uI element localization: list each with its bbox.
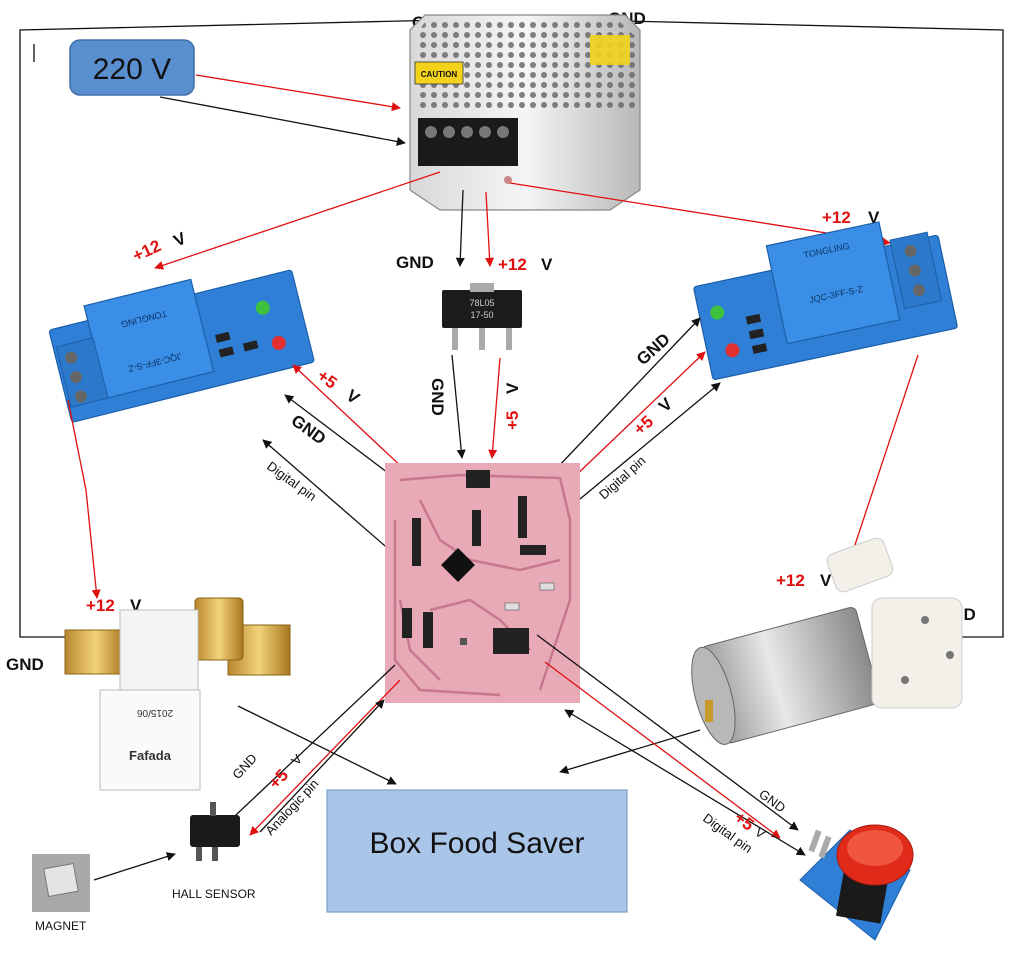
pump-plus12-label: +12 bbox=[776, 571, 805, 590]
solenoid-valve: 2015/06 Fafada bbox=[64, 597, 291, 791]
psu-caution-label: CAUTION bbox=[421, 70, 458, 79]
left-relay-gnd-wire bbox=[284, 394, 393, 477]
button-plus5-v-label: V bbox=[752, 824, 768, 841]
control-pcb bbox=[385, 463, 580, 703]
center-gnd-label: GND bbox=[428, 378, 447, 416]
center-v-label: V bbox=[503, 382, 522, 394]
voltage-regulator: 78L05 17-50 bbox=[442, 283, 522, 350]
power-supply-unit: CAUTION bbox=[409, 14, 641, 211]
left-relay-plus12-label: +12 bbox=[130, 236, 164, 265]
left-relay-digital-wire bbox=[262, 439, 393, 553]
valve-plus12-label: +12 bbox=[86, 596, 115, 615]
hall-sensor bbox=[190, 802, 240, 861]
psu-trimmer-icon bbox=[504, 176, 512, 184]
hall-gnd-label: GND bbox=[229, 751, 260, 782]
valve-to-box-wire bbox=[237, 705, 397, 785]
box-food-saver: Box Food Saver bbox=[326, 789, 628, 913]
pcb-microcontroller-chip bbox=[441, 548, 475, 582]
mains-live-wire bbox=[195, 74, 401, 112]
right-plus5-label: +5 bbox=[630, 412, 657, 439]
magnet-label: MAGNET bbox=[35, 919, 87, 933]
right-relay-module: TONGLING JQC-3FF-S-Z bbox=[693, 221, 958, 380]
regulator-gnd-label: GND bbox=[396, 253, 434, 272]
psu-to-regulator-12v-wire bbox=[485, 191, 495, 267]
hall-sensor-label: HALL SENSOR bbox=[172, 887, 256, 901]
hall-5v-wire bbox=[249, 679, 401, 836]
left-relay-5v-wire bbox=[292, 364, 406, 471]
button-digital-wire bbox=[564, 709, 806, 856]
regulator-marking-1: 78L05 bbox=[469, 298, 494, 308]
right-gnd-label: GND bbox=[633, 330, 674, 369]
regulator-marking-2: 17-50 bbox=[470, 310, 493, 320]
psu-to-left-relay-wire bbox=[154, 171, 441, 270]
push-button-module: GND bbox=[799, 824, 914, 941]
magnet-to-hall-arrow bbox=[93, 852, 176, 881]
left-plus5-v-label: V bbox=[343, 386, 364, 408]
mains-voltage-label: 220 V bbox=[93, 53, 171, 86]
pump-to-box-wire bbox=[559, 729, 701, 775]
mains-220v-box: 220 V bbox=[69, 39, 195, 96]
hall-analog-wire bbox=[259, 699, 385, 833]
center-plus5-label: +5 bbox=[503, 411, 522, 430]
right-relay-to-pump-wire bbox=[844, 354, 919, 573]
hall-plus5-v-label: V bbox=[288, 751, 305, 768]
regulator-plus12-label: +12 bbox=[498, 255, 527, 274]
psu-to-regulator-gnd-wire bbox=[455, 189, 465, 267]
valve-gnd-label: GND bbox=[6, 655, 44, 674]
right-relay-plus12-label: +12 bbox=[822, 208, 851, 227]
right-relay-gnd-wire bbox=[554, 317, 701, 471]
left-gnd-label: GND bbox=[288, 411, 330, 449]
pump-v-label: V bbox=[820, 571, 832, 590]
hall-gnd-wire bbox=[219, 664, 396, 831]
regulator-to-pcb-5v-wire bbox=[488, 357, 501, 459]
valve-date-marking: 2015/06 bbox=[136, 707, 173, 718]
mains-neutral-wire bbox=[159, 96, 406, 146]
left-relay-module: TONGLING JQC-3FF-S-Z bbox=[48, 269, 315, 423]
left-relay-v-label: V bbox=[171, 228, 190, 250]
water-pump bbox=[691, 537, 963, 745]
right-digital-label: Digital pin bbox=[596, 453, 648, 502]
left-relay-to-valve-wire bbox=[67, 399, 101, 599]
regulator-v-label: V bbox=[541, 255, 553, 274]
hall-plus5-label: +5 bbox=[265, 766, 292, 793]
box-title: Box Food Saver bbox=[369, 827, 584, 860]
regulator-to-pcb-gnd-wire bbox=[451, 354, 466, 459]
valve-brand-marking: Fafada bbox=[129, 748, 172, 763]
magnet bbox=[32, 854, 90, 912]
